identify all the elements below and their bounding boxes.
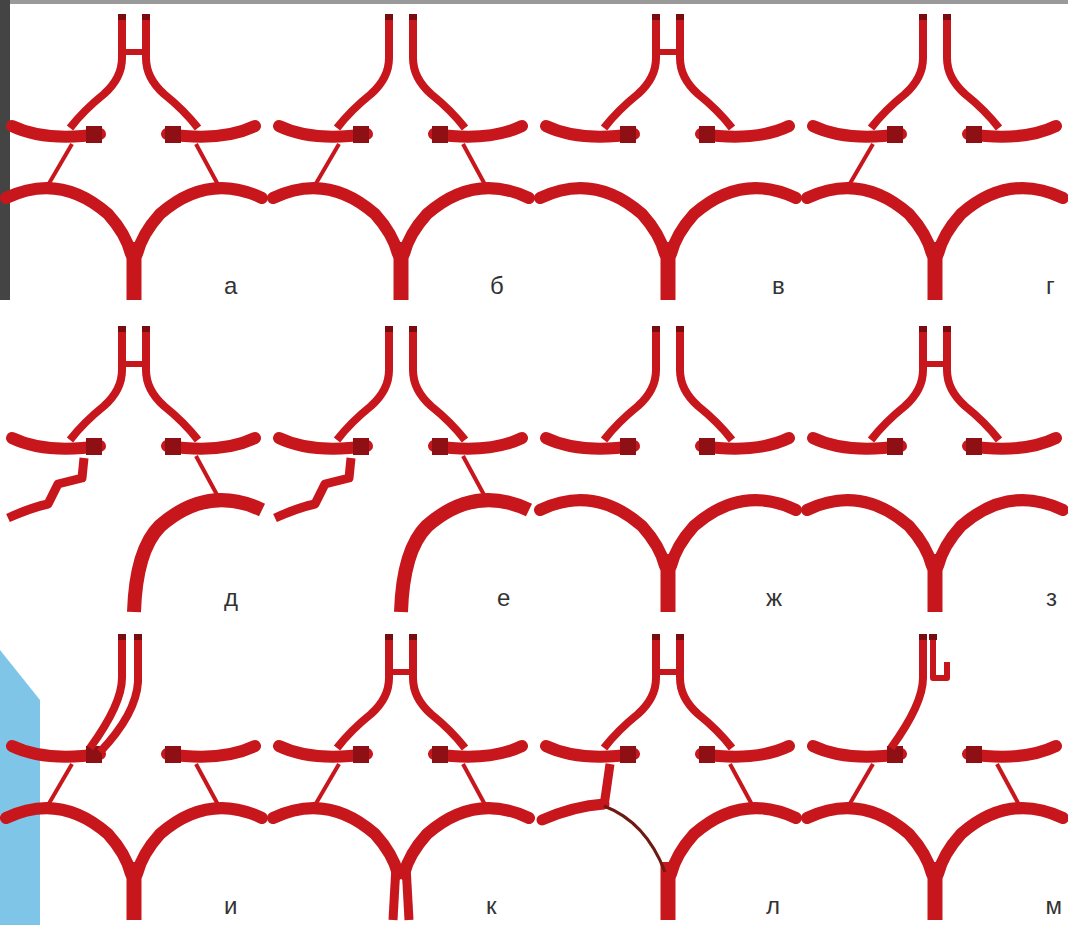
panel-letter: б — [490, 274, 504, 298]
panel-letter: к — [486, 894, 497, 918]
panel-letter: ж — [766, 586, 782, 610]
panel-letter: д — [224, 586, 238, 610]
panel-letter: г — [1046, 274, 1055, 298]
panel-letter: в — [772, 274, 785, 298]
panel-letter: е — [497, 586, 510, 610]
panel-letter: а — [224, 274, 237, 298]
panel-letter: м — [1046, 894, 1063, 918]
panel-letter: з — [1046, 586, 1057, 610]
panel-letter: и — [224, 894, 237, 918]
panel-letter: л — [766, 894, 780, 918]
